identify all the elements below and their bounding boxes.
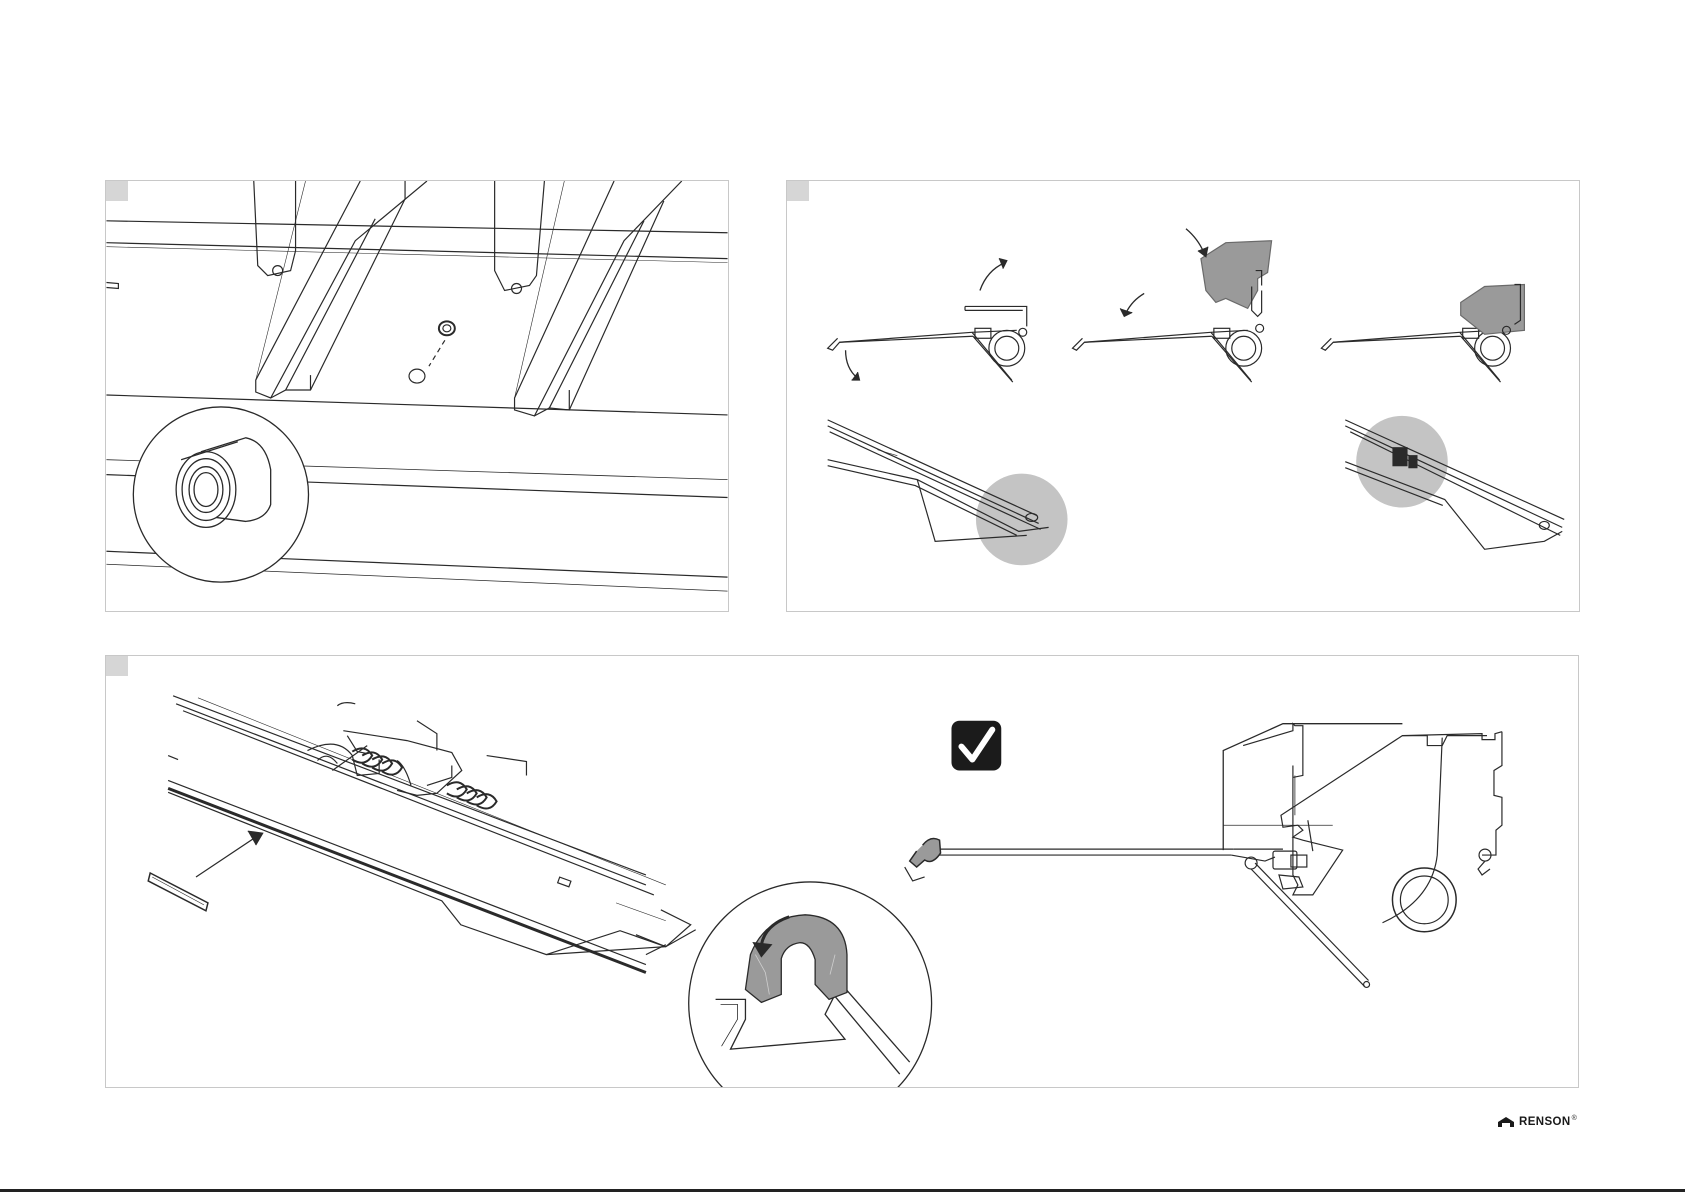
arrow-icon: [846, 350, 858, 378]
spring-clip: [307, 703, 526, 809]
renson-logo-icon: [1497, 1116, 1515, 1128]
pin: [148, 873, 208, 911]
cassette-sequence-illustration: [787, 181, 1579, 611]
sequence-3-closed: [1321, 285, 1524, 383]
detail-strip-left: [828, 420, 1068, 565]
sequence-1-open: [828, 306, 1027, 382]
grommet-illustration: [106, 181, 728, 611]
arrow-icon: [196, 831, 263, 877]
detail-strip-right: [1345, 416, 1564, 549]
renson-logo-text: RENSON: [1519, 1116, 1571, 1128]
registered-mark: ®: [1572, 1115, 1578, 1122]
rail-profile: [168, 696, 696, 973]
sequence-2-closing: [1073, 241, 1272, 382]
arrow-icon: [1186, 229, 1204, 253]
pin-and-clip-illustration: [106, 656, 1578, 1087]
renson-logo: RENSON®: [1497, 1114, 1577, 1130]
arrow-icon: [1126, 293, 1144, 312]
step-2-panel: [786, 180, 1580, 612]
arrow-icon: [980, 263, 1005, 291]
step-1-panel: [105, 180, 729, 612]
check-icon: [951, 721, 1001, 771]
step-3-panel: [105, 655, 1579, 1088]
